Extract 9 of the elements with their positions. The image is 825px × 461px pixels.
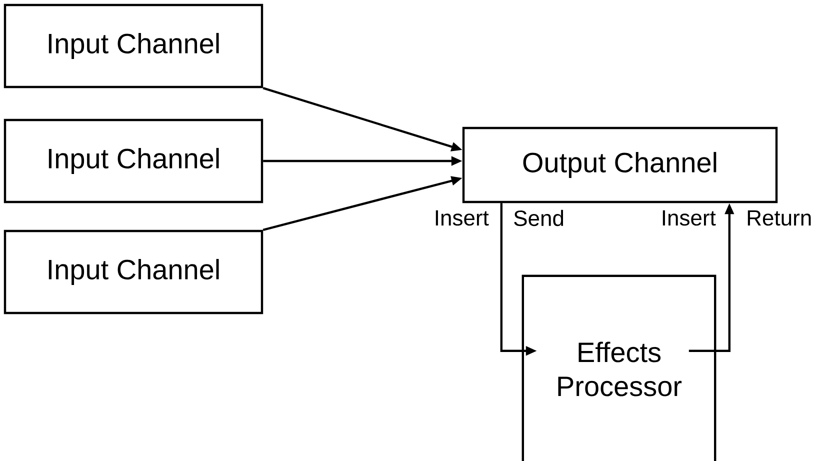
channel-box: Output Channel [462,126,778,204]
channel-box: Input Channel [4,4,264,88]
port-label: Insert [662,210,716,226]
channel-box: Input Channel [4,230,264,314]
port-label: Return [748,210,811,226]
channel-box: Input Channel [4,118,264,204]
processor-box: Effects Processor [522,274,716,461]
port-label: Send [514,210,564,226]
port-label: Insert [436,210,489,226]
